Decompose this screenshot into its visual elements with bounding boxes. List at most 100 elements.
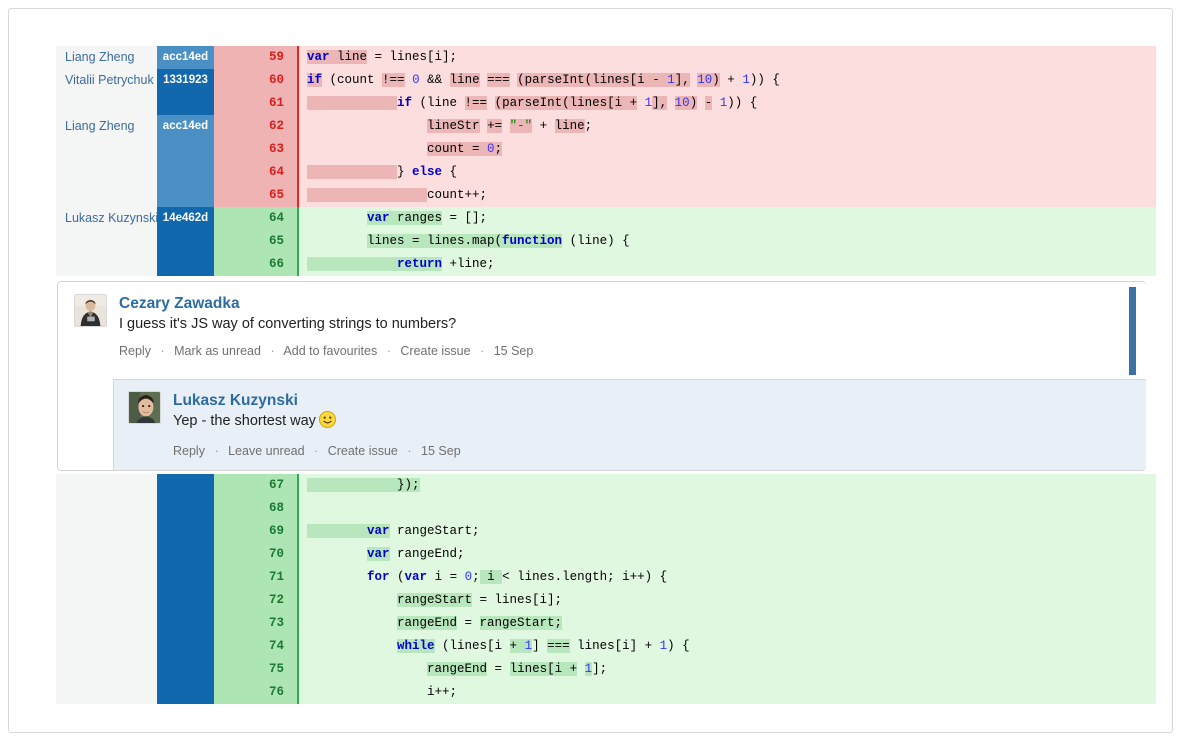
table-row[interactable]: 63 count = 0; bbox=[56, 138, 1156, 161]
blame-author[interactable] bbox=[56, 612, 157, 635]
blame-commit-hash[interactable] bbox=[157, 589, 214, 612]
blame-commit-hash[interactable] bbox=[157, 543, 214, 566]
table-row[interactable]: 64 } else { bbox=[56, 161, 1156, 184]
code-line[interactable]: while (lines[i + 1] === lines[i] + 1) { bbox=[299, 635, 1156, 658]
table-row[interactable]: 68 bbox=[56, 497, 1156, 520]
comment-card[interactable]: Cezary Zawadka I guess it's JS way of co… bbox=[57, 281, 1146, 471]
line-number: 64 bbox=[214, 207, 299, 230]
blame-commit-hash[interactable] bbox=[157, 138, 214, 161]
table-row[interactable]: 75 rangeEnd = lines[i + 1]; bbox=[56, 658, 1156, 681]
blame-commit-hash[interactable] bbox=[157, 658, 214, 681]
blame-commit-hash[interactable] bbox=[157, 520, 214, 543]
blame-author[interactable] bbox=[56, 681, 157, 704]
reply-author-name[interactable]: Lukasz Kuzynski bbox=[173, 392, 298, 409]
code-line[interactable]: }); bbox=[299, 474, 1156, 497]
blame-author[interactable] bbox=[56, 566, 157, 589]
code-line[interactable]: count = 0; bbox=[299, 138, 1156, 161]
blame-commit-hash[interactable]: acc14ed bbox=[157, 46, 214, 69]
reply-action[interactable]: Reply bbox=[173, 444, 205, 458]
table-row[interactable]: 66 return +line; bbox=[56, 253, 1156, 276]
blame-author[interactable]: Liang Zheng bbox=[56, 115, 157, 138]
code-line[interactable]: for (var i = 0; i < lines.length; i++) { bbox=[299, 566, 1156, 589]
blame-author[interactable] bbox=[56, 184, 157, 207]
blame-commit-hash[interactable] bbox=[157, 92, 214, 115]
code-line[interactable]: var rangeStart; bbox=[299, 520, 1156, 543]
code-line[interactable]: if (line !== (parseInt(lines[i + 1], 10)… bbox=[299, 92, 1156, 115]
blame-commit-hash[interactable] bbox=[157, 497, 214, 520]
blame-commit-hash[interactable] bbox=[157, 161, 214, 184]
comment-thread: Cezary Zawadka I guess it's JS way of co… bbox=[56, 277, 1156, 474]
table-row[interactable]: Liang Zheng acc14ed 62 lineStr += "-" + … bbox=[56, 115, 1156, 138]
blame-commit-hash[interactable]: 1331923 bbox=[157, 69, 214, 92]
blame-author[interactable] bbox=[56, 635, 157, 658]
blame-commit-hash[interactable] bbox=[157, 184, 214, 207]
blame-author[interactable]: Liang Zheng bbox=[56, 46, 157, 69]
code-line[interactable]: count++; bbox=[299, 184, 1156, 207]
blame-commit-hash[interactable] bbox=[157, 253, 214, 276]
blame-author[interactable] bbox=[56, 253, 157, 276]
blame-author[interactable] bbox=[56, 520, 157, 543]
table-row[interactable]: 73 rangeEnd = rangeStart; bbox=[56, 612, 1156, 635]
avatar-cezary-zawadka[interactable] bbox=[74, 294, 107, 327]
table-row[interactable]: 61 if (line !== (parseInt(lines[i + 1], … bbox=[56, 92, 1156, 115]
table-row[interactable]: Liang Zheng acc14ed 59 var line = lines[… bbox=[56, 46, 1156, 69]
code-line[interactable]: rangeStart = lines[i]; bbox=[299, 589, 1156, 612]
table-row[interactable]: Lukasz Kuzynski 14e462d 64 var ranges = … bbox=[56, 207, 1156, 230]
line-number: 63 bbox=[214, 138, 299, 161]
code-line[interactable]: rangeEnd = rangeStart; bbox=[299, 612, 1156, 635]
create-issue-action[interactable]: Create issue bbox=[327, 444, 398, 458]
blame-author[interactable] bbox=[56, 161, 157, 184]
code-line[interactable]: return +line; bbox=[299, 253, 1156, 276]
blame-author[interactable] bbox=[56, 474, 157, 497]
code-line[interactable]: rangeEnd = lines[i + 1]; bbox=[299, 658, 1156, 681]
blame-author[interactable]: Lukasz Kuzynski bbox=[56, 207, 157, 230]
blame-author[interactable] bbox=[56, 658, 157, 681]
reply-card[interactable]: Lukasz Kuzynski Yep - the shortest way R… bbox=[113, 379, 1146, 470]
table-row[interactable]: Vitalii Petrychuk 1331923 60 if (count !… bbox=[56, 69, 1156, 92]
blame-author[interactable] bbox=[56, 543, 157, 566]
avatar-lukasz-kuzynski[interactable] bbox=[128, 391, 161, 424]
line-number: 66 bbox=[214, 253, 299, 276]
table-row[interactable]: 70 var rangeEnd; bbox=[56, 543, 1156, 566]
add-to-favourites-action[interactable]: Add to favourites bbox=[283, 344, 378, 358]
code-line[interactable]: var ranges = []; bbox=[299, 207, 1156, 230]
code-line[interactable]: lines = lines.map(function (line) { bbox=[299, 230, 1156, 253]
blame-commit-hash[interactable]: acc14ed bbox=[157, 115, 214, 138]
code-line[interactable]: lineStr += "-" + line; bbox=[299, 115, 1156, 138]
blame-author[interactable] bbox=[56, 138, 157, 161]
code-line[interactable]: } else { bbox=[299, 161, 1156, 184]
table-row[interactable]: 74 while (lines[i + 1] === lines[i] + 1)… bbox=[56, 635, 1156, 658]
blame-author[interactable] bbox=[56, 497, 157, 520]
create-issue-action[interactable]: Create issue bbox=[400, 344, 471, 358]
table-row[interactable]: 67 }); bbox=[56, 474, 1156, 497]
reply-actions: Reply · Leave unread · Create issue · 15… bbox=[173, 443, 1134, 469]
leave-unread-action[interactable]: Leave unread bbox=[228, 444, 305, 458]
table-row[interactable]: 71 for (var i = 0; i < lines.length; i++… bbox=[56, 566, 1156, 589]
blame-commit-hash[interactable] bbox=[157, 635, 214, 658]
code-line[interactable]: var line = lines[i]; bbox=[299, 46, 1156, 69]
blame-commit-hash[interactable] bbox=[157, 681, 214, 704]
blame-author[interactable] bbox=[56, 589, 157, 612]
line-number: 61 bbox=[214, 92, 299, 115]
reply-action[interactable]: Reply bbox=[119, 344, 151, 358]
table-row[interactable]: 65 count++; bbox=[56, 184, 1156, 207]
blame-commit-hash[interactable] bbox=[157, 566, 214, 589]
blame-author[interactable] bbox=[56, 230, 157, 253]
blame-commit-hash[interactable] bbox=[157, 612, 214, 635]
blame-commit-hash[interactable] bbox=[157, 474, 214, 497]
code-line[interactable] bbox=[299, 497, 1156, 520]
blame-author[interactable]: Vitalii Petrychuk bbox=[56, 69, 157, 92]
blame-commit-hash[interactable] bbox=[157, 230, 214, 253]
code-line[interactable]: if (count !== 0 && line === (parseInt(li… bbox=[299, 69, 1156, 92]
code-line[interactable]: i++; bbox=[299, 681, 1156, 704]
blame-author[interactable] bbox=[56, 92, 157, 115]
code-line[interactable]: var rangeEnd; bbox=[299, 543, 1156, 566]
line-number: 60 bbox=[214, 69, 299, 92]
table-row[interactable]: 69 var rangeStart; bbox=[56, 520, 1156, 543]
comment-author-name[interactable]: Cezary Zawadka bbox=[119, 295, 240, 312]
table-row[interactable]: 72 rangeStart = lines[i]; bbox=[56, 589, 1156, 612]
mark-as-unread-action[interactable]: Mark as unread bbox=[174, 344, 261, 358]
table-row[interactable]: 76 i++; bbox=[56, 681, 1156, 704]
table-row[interactable]: 65 lines = lines.map(function (line) { bbox=[56, 230, 1156, 253]
blame-commit-hash[interactable]: 14e462d bbox=[157, 207, 214, 230]
